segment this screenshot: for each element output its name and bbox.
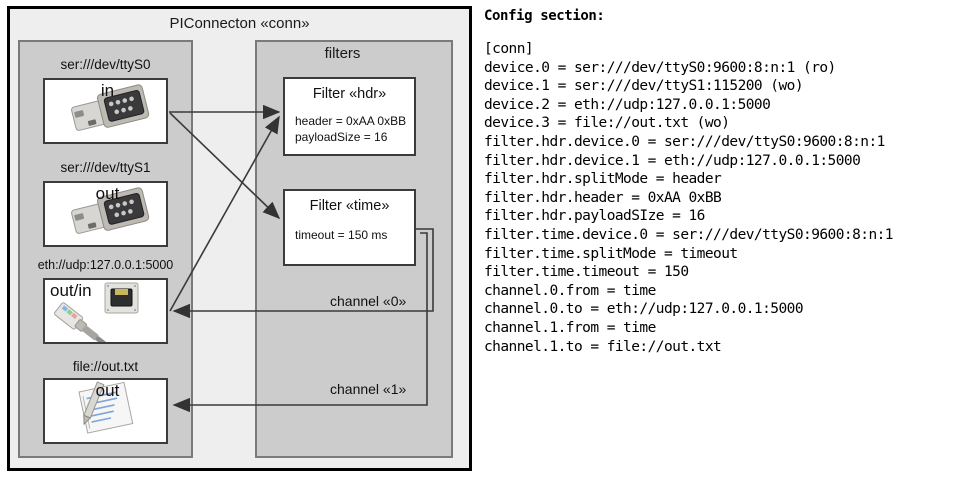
device-box-file[interactable]: out: [43, 378, 168, 444]
serial-port-icon: [71, 84, 150, 131]
filter-title-time: Filter «time»: [309, 198, 390, 214]
component-title: PIConnecton «conn»: [169, 14, 310, 32]
device-direction-ttys0: in: [100, 81, 115, 100]
device-label-eth: eth://udp:127.0.0.1:5000: [37, 258, 174, 272]
filter-prop-hdr-payload: payloadSize = 16: [295, 130, 388, 144]
filter-box-hdr[interactable]: Filter «hdr» header = 0xAA 0xBB payloadS…: [283, 77, 416, 156]
filter-prop-time-timeout: timeout = 150 ms: [295, 228, 388, 242]
channel-label-0: channel «0»: [330, 293, 407, 309]
device-direction-file: out: [95, 381, 120, 400]
filter-prop-hdr-header: header = 0xAA 0xBB: [295, 114, 407, 128]
filter-box-time[interactable]: Filter «time» timeout = 150 ms: [283, 189, 416, 266]
device-direction-ttys1: out: [95, 184, 120, 203]
channel-label-1: channel «1»: [330, 381, 407, 397]
filters-panel-title: filters: [324, 44, 361, 62]
device-label-ttys0: ser:///dev/ttyS0: [60, 57, 151, 72]
device-label-file: file://out.txt: [72, 359, 139, 374]
device-label-ttys1: ser:///dev/ttyS1: [60, 160, 151, 175]
config-heading: Config section:: [484, 8, 605, 24]
device-direction-eth: out/in: [50, 281, 92, 300]
filter-title-hdr: Filter «hdr»: [312, 86, 387, 102]
device-box-eth[interactable]: out/in: [43, 278, 168, 344]
config-body: [conn] device.0 = ser:///dev/ttyS0:9600:…: [484, 41, 894, 355]
text-file-icon: [78, 381, 134, 434]
ethernet-port-icon: [54, 282, 139, 342]
serial-port-icon: [71, 187, 150, 234]
device-box-ttys1[interactable]: out: [43, 181, 168, 247]
device-box-ttys0[interactable]: in: [43, 78, 168, 144]
